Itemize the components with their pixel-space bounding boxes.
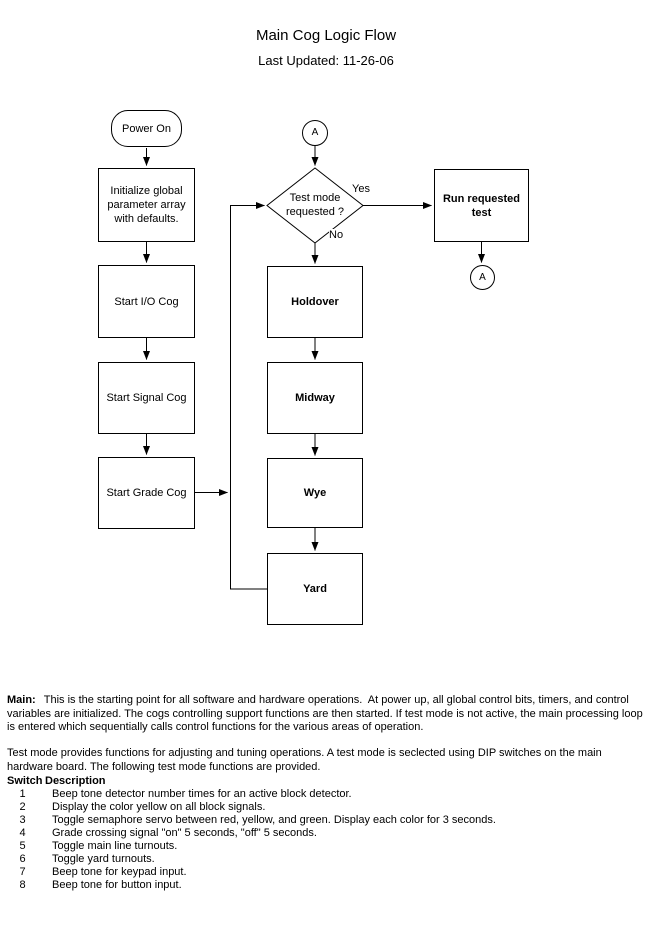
switch-table-row: 6 Toggle yard turnouts. bbox=[7, 853, 627, 866]
flow-node-yard: Yard bbox=[267, 553, 363, 625]
switch-number: 1 bbox=[19, 788, 26, 800]
decision-no-label: No bbox=[329, 229, 344, 242]
switch-description: Grade crossing signal "on" 5 seconds, "o… bbox=[52, 827, 317, 839]
flow-node-start-grade-cog: Start Grade Cog bbox=[98, 457, 195, 529]
switch-table-header-switch: Switch bbox=[7, 775, 43, 787]
flow-connector-a-right-label: A bbox=[479, 271, 486, 283]
switch-description: Toggle main line turnouts. bbox=[52, 840, 178, 852]
flow-node-run-requested-test-label: Run requested test bbox=[442, 192, 520, 219]
main-description-label: Main: bbox=[7, 694, 36, 706]
switch-number: 8 bbox=[19, 879, 26, 891]
switch-number: 7 bbox=[19, 866, 26, 878]
flowchart-connectors bbox=[143, 146, 485, 590]
flow-node-initialize: Initialize global parameter array with d… bbox=[98, 168, 195, 242]
switch-table-row: 1 Beep tone detector number times for an … bbox=[7, 788, 627, 801]
main-description-paragraph: Main:This is the starting point for all … bbox=[7, 694, 648, 735]
flow-connector-a-top: A bbox=[302, 120, 328, 146]
test-mode-text: Test mode provides functions for adjusti… bbox=[7, 747, 605, 773]
flow-node-start-grade-cog-label: Start Grade Cog bbox=[106, 487, 187, 499]
flow-node-start-signal-cog: Start Signal Cog bbox=[98, 362, 195, 434]
flow-node-midway: Midway bbox=[267, 362, 363, 434]
flow-node-start-io-cog-label: Start I/O Cog bbox=[114, 295, 179, 308]
switch-number: 6 bbox=[19, 853, 26, 865]
arrow-yard-loop-to-diamond bbox=[230, 202, 267, 590]
decision-diamond-shape bbox=[266, 167, 364, 244]
last-updated: Last Updated: 11-26-06 bbox=[258, 53, 394, 68]
flow-node-wye-label: Wye bbox=[303, 487, 327, 499]
switch-description: Display the color yellow on all block si… bbox=[52, 801, 266, 813]
flow-node-run-requested-test: Run requested test bbox=[434, 169, 529, 242]
flow-node-initialize-label: Initialize global parameter array with d… bbox=[107, 185, 186, 225]
flow-node-decision-label: Test mode requested ? bbox=[285, 192, 345, 218]
switch-number: 3 bbox=[19, 814, 26, 826]
switch-table-row: 4 Grade crossing signal "on" 5 seconds, "… bbox=[7, 827, 627, 840]
flow-node-midway-label: Midway bbox=[295, 392, 335, 404]
switch-table-row: 8 Beep tone for button input. bbox=[7, 879, 627, 892]
page-title: Main Cog Logic Flow bbox=[255, 27, 397, 44]
flow-node-holdover-label: Holdover bbox=[291, 296, 339, 308]
flow-node-holdover: Holdover bbox=[267, 266, 363, 338]
switch-number: 4 bbox=[19, 827, 26, 839]
test-mode-paragraph: Test mode provides functions for adjusti… bbox=[7, 747, 648, 774]
switch-table-row: 7 Beep tone for keypad input. bbox=[7, 866, 627, 879]
switch-table-row: 3 Toggle semaphore servo between red, yel… bbox=[7, 814, 627, 827]
flow-node-start-io-cog: Start I/O Cog bbox=[98, 265, 195, 338]
switch-description: Beep tone for keypad input. bbox=[52, 866, 187, 878]
flow-connector-a-top-label: A bbox=[311, 127, 319, 138]
switch-table-row: 2 Display the color yellow on all block s… bbox=[7, 801, 627, 814]
flow-connector-a-right: A bbox=[470, 265, 495, 290]
flow-node-power-on: Power On bbox=[111, 110, 182, 147]
switch-description: Toggle yard turnouts. bbox=[52, 853, 155, 865]
switch-description: Beep tone for button input. bbox=[52, 879, 182, 891]
switch-description: Toggle semaphore servo between red, yell… bbox=[52, 814, 496, 826]
decision-yes-label: Yes bbox=[352, 183, 370, 196]
switch-description: Beep tone detector number times for an a… bbox=[52, 788, 352, 800]
flow-node-wye: Wye bbox=[267, 458, 363, 528]
switch-table-row: 5 Toggle main line turnouts. bbox=[7, 840, 627, 853]
switch-table-header-description: Description bbox=[45, 775, 106, 787]
flow-node-start-signal-cog-label: Start Signal Cog bbox=[106, 392, 187, 404]
switch-number: 5 bbox=[19, 840, 26, 852]
main-description-text: This is the starting point for all softw… bbox=[7, 694, 646, 733]
switch-number: 2 bbox=[19, 801, 26, 813]
flow-node-yard-label: Yard bbox=[303, 583, 327, 595]
flow-node-power-on-label: Power On bbox=[122, 122, 171, 135]
